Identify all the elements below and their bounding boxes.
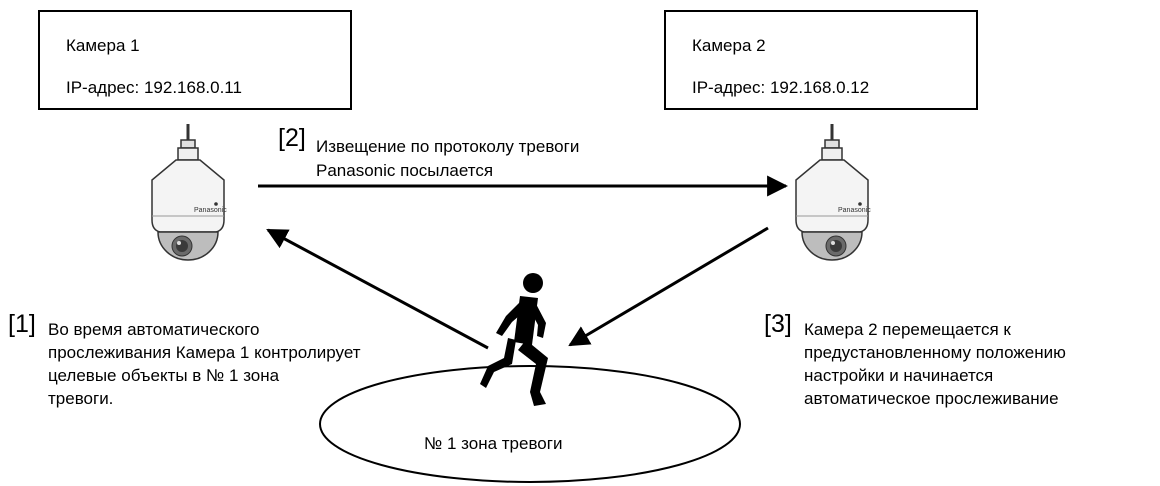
camera-2-info-box: Камера 2 IP-адрес: 192.168.0.12 [664,10,978,110]
svg-text:Panasonic: Panasonic [194,207,227,214]
camera-2-icon: Panasonic [795,124,871,261]
alarm-zone-ellipse [319,365,741,483]
step-3-line-2: предустановленному положению [804,343,1066,362]
step-2-number: [2] [278,124,306,152]
step-3-line-4: автоматическое прослеживание [804,389,1059,408]
camera-2-ip: IP-адрес: 192.168.0.12 [692,78,870,97]
step-3-line-3: настройки и начинается [804,366,994,385]
svg-text:Panasonic: Panasonic [838,207,871,214]
step-1-line-4: тревоги. [48,389,114,408]
step-1-line-3: целевые объекты в № 1 зона [48,366,280,385]
camera-2-name: Камера 2 [692,36,766,55]
step-2-line-1: Извещение по протоколу тревоги [316,137,580,156]
step-3-number: [3] [764,310,792,338]
alarm-zone-label: № 1 зона тревоги [424,434,563,453]
detection-arrow [266,228,489,350]
step-1-line-2: прослеживания Камера 1 контролирует [48,343,361,362]
step-1-number: [1] [8,310,36,338]
camera-1-icon: Panasonic [151,124,227,261]
running-person-icon [480,273,548,406]
step-1-line-1: Во время автоматического [48,320,260,339]
step-2-line-2: Panasonic посылается [316,161,494,180]
camera-1-info-box: Камера 1 IP-адрес: 192.168.0.11 [38,10,352,110]
camera-1-ip: IP-адрес: 192.168.0.11 [66,78,242,97]
step-3-line-1: Камера 2 перемещается к [804,320,1011,339]
camera-1-name: Камера 1 [66,36,140,55]
tracking-arrow [568,226,769,347]
